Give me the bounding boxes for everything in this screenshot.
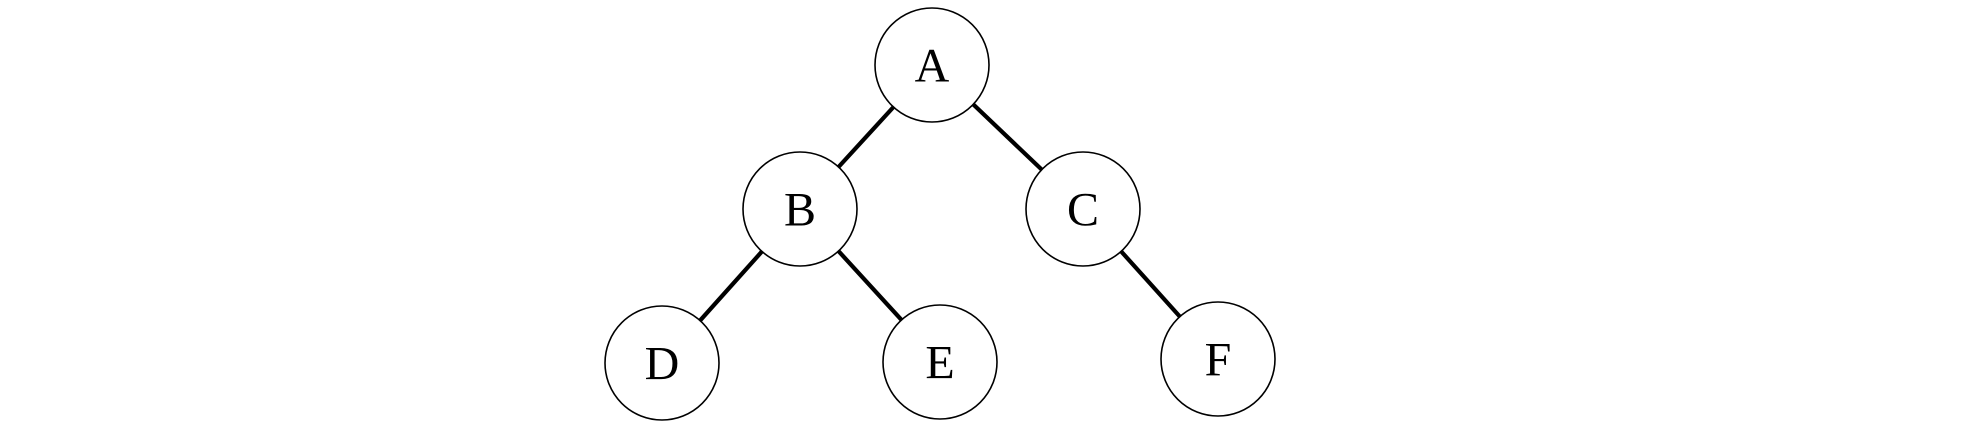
node-a[interactable]: A <box>874 7 990 123</box>
node-f-label: F <box>1205 334 1232 387</box>
node-e-label: E <box>925 337 954 390</box>
node-d-circle[interactable] <box>604 305 720 421</box>
node-d-label: D <box>645 338 680 391</box>
node-b[interactable]: B <box>742 151 858 267</box>
node-b-label: B <box>784 184 816 237</box>
edge-b-e <box>836 249 904 322</box>
node-d[interactable]: D <box>604 305 720 421</box>
node-e-circle[interactable] <box>882 304 998 420</box>
node-c-circle[interactable] <box>1025 151 1141 267</box>
node-e[interactable]: E <box>882 304 998 420</box>
edge-a-b <box>836 105 896 169</box>
node-c[interactable]: C <box>1025 151 1141 267</box>
node-a-label: A <box>915 40 950 93</box>
edge-a-c <box>971 102 1044 172</box>
node-f[interactable]: F <box>1160 301 1276 417</box>
edge-b-d <box>698 250 764 322</box>
node-b-circle[interactable] <box>742 151 858 267</box>
node-a-circle[interactable] <box>874 7 990 123</box>
nodes-layer: A B C D E F <box>604 7 1276 421</box>
edge-c-f <box>1119 249 1182 319</box>
edges-layer <box>698 102 1182 322</box>
node-c-label: C <box>1067 184 1099 237</box>
node-f-circle[interactable] <box>1160 301 1276 417</box>
